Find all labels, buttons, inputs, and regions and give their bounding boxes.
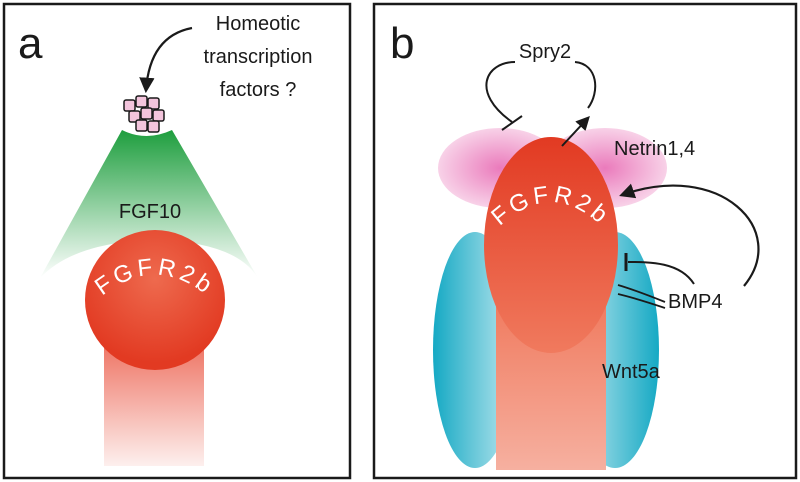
homeotic-cell-cluster xyxy=(123,95,165,133)
fgf10-label: FGF10 xyxy=(119,201,181,223)
bmp4-line-2 xyxy=(617,293,666,309)
spry2-loop xyxy=(485,61,597,123)
wnt5a-label: Wnt5a xyxy=(602,361,661,383)
homeotic-line-1: Homeotic xyxy=(216,13,300,35)
bmp4-label: BMP4 xyxy=(668,291,722,313)
homeotic-line-3: factors ? xyxy=(220,79,297,101)
fgfr2b-signaling-arrow xyxy=(561,115,590,147)
panel-b-bud xyxy=(484,137,618,353)
homeotic-arrow xyxy=(139,26,193,94)
panel-b-letter: b xyxy=(390,19,414,68)
netrin-label: Netrin1,4 xyxy=(614,138,695,160)
homeotic-line-2: transcription xyxy=(204,46,313,68)
bmp4-inhibition-line xyxy=(627,261,695,285)
bmp4-to-bud-arrow xyxy=(619,183,760,287)
panel-a-letter: a xyxy=(18,19,43,68)
bmp4-line-1 xyxy=(617,284,666,303)
fgf10-gradient-region xyxy=(40,130,258,278)
spry2-inhibition-bar xyxy=(501,115,523,131)
spry2-label: Spry2 xyxy=(519,41,571,63)
panel-a-bud xyxy=(85,230,225,370)
